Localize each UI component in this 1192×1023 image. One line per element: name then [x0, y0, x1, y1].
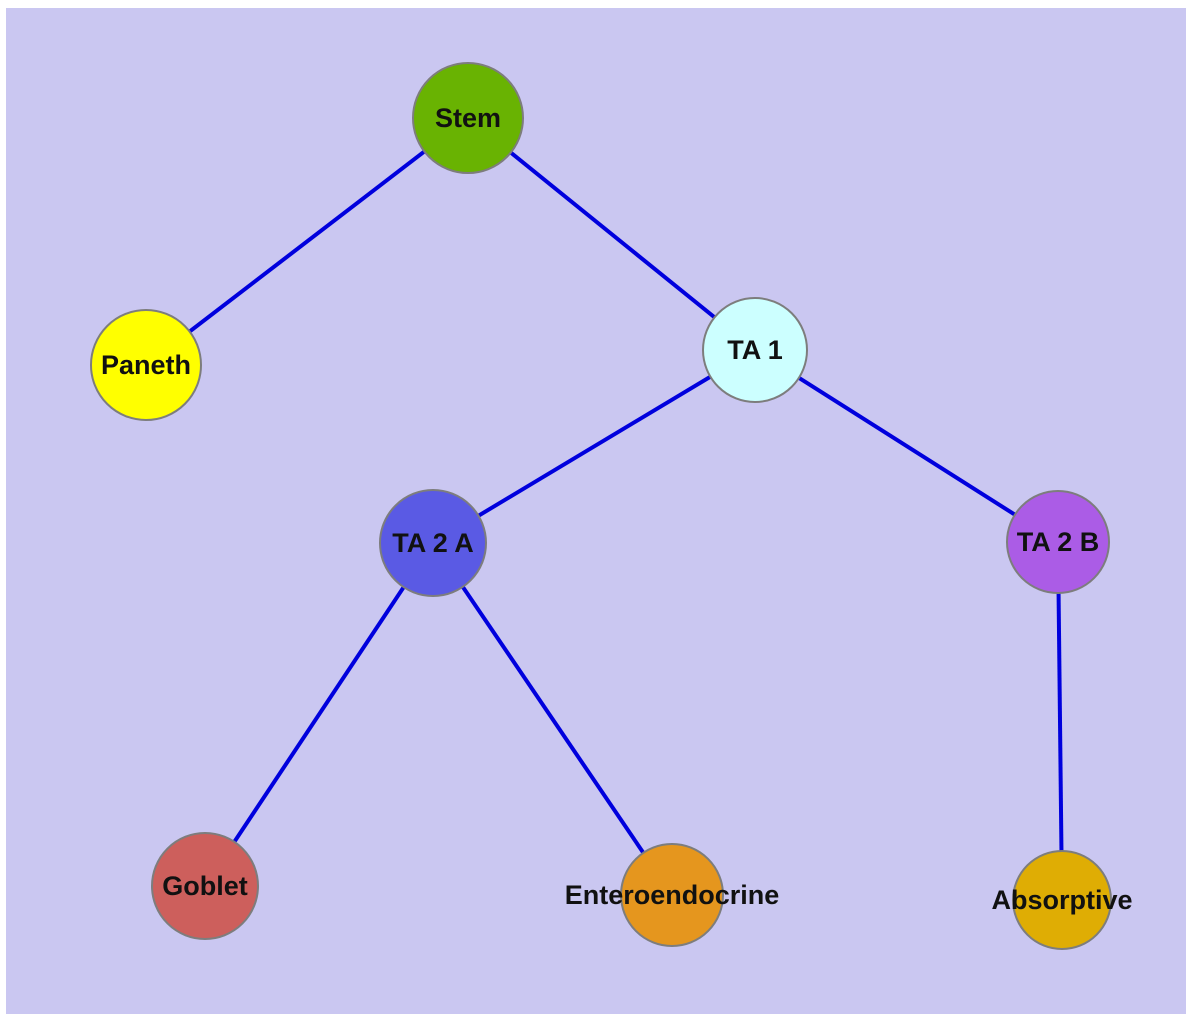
node-circle-ta2b[interactable]	[1006, 490, 1110, 594]
node-ta2a[interactable]: TA 2 A	[379, 489, 487, 597]
node-circle-ta2a[interactable]	[379, 489, 487, 597]
node-goblet[interactable]: Goblet	[151, 832, 259, 940]
edge-ta1-ta2b	[753, 348, 1060, 544]
node-circle-paneth[interactable]	[90, 309, 202, 421]
node-circle-enteroendocrine[interactable]	[620, 843, 724, 947]
edge-ta2a-enteroendocrine	[431, 541, 674, 897]
node-circle-goblet[interactable]	[151, 832, 259, 940]
node-circle-stem[interactable]	[412, 62, 524, 174]
node-ta2b[interactable]: TA 2 B	[1006, 490, 1110, 594]
edge-ta2b-absorptive	[1056, 541, 1064, 901]
edge-stem-ta1	[466, 116, 757, 352]
node-ta1[interactable]: TA 1	[702, 297, 808, 403]
edge-ta2a-goblet	[203, 541, 435, 888]
node-circle-absorptive[interactable]	[1012, 850, 1112, 950]
node-paneth[interactable]: Paneth	[90, 309, 202, 421]
edge-stem-paneth	[144, 116, 470, 367]
node-stem[interactable]: Stem	[412, 62, 524, 174]
edges-layer	[144, 116, 1064, 901]
edge-ta1-ta2a	[431, 348, 757, 545]
node-circle-ta1[interactable]	[702, 297, 808, 403]
